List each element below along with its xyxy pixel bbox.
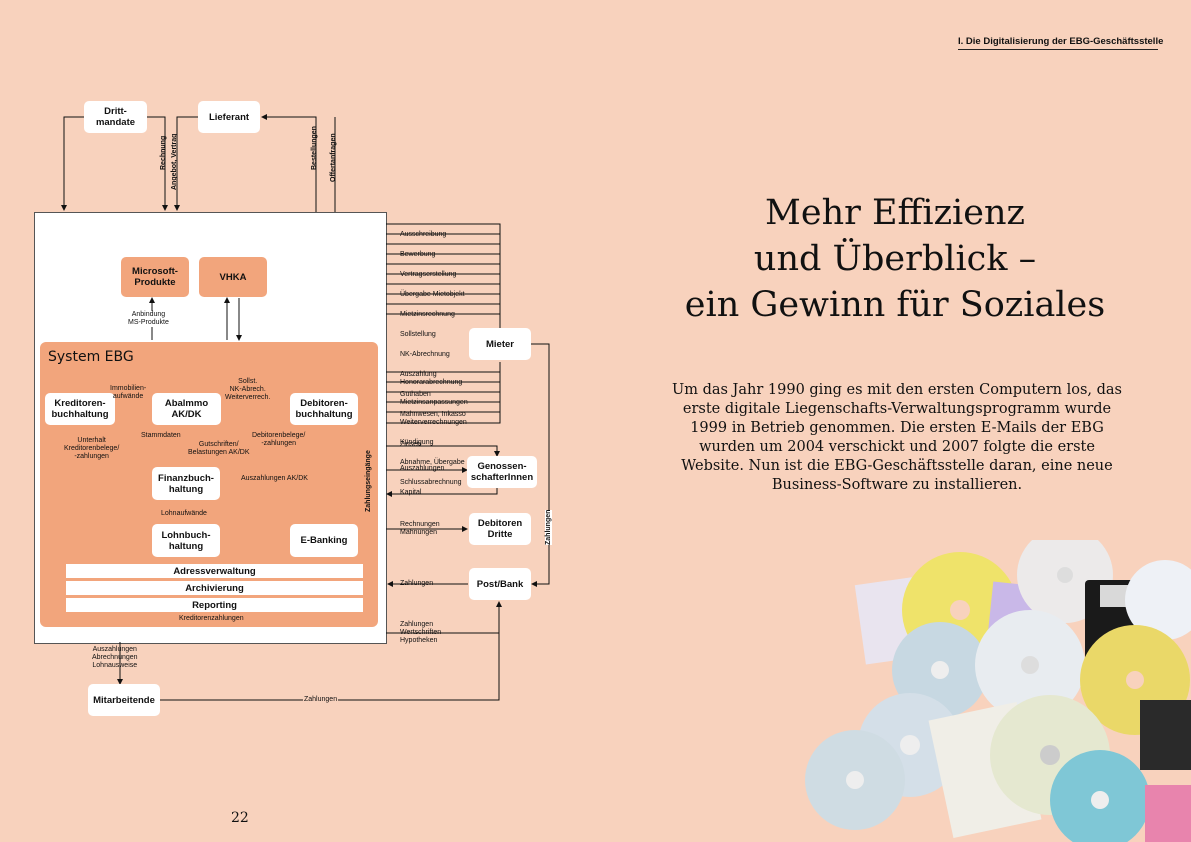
- adressverwaltung-bar: Adressverwaltung: [66, 564, 363, 578]
- mieter-top-item: Mietzinsrechnung: [400, 311, 455, 318]
- mieter-top-item: Ausschreibung: [400, 231, 447, 238]
- auszahlungen-lohn-label: Auszahlungen Abrechnungen Lohnausweise: [92, 646, 138, 669]
- ebanking-box: E-Banking: [290, 524, 358, 557]
- angebot-label: Angebot, Vertrag: [171, 133, 178, 190]
- mieter-bottom-item: Schlussabrechnung: [400, 479, 462, 486]
- kreditorenbuchhaltung-box: Kreditoren- buchhaltung: [45, 393, 115, 425]
- sollst-label: Sollst. NK-Abrech. Weiterverrech.: [225, 378, 271, 401]
- mieter-bottom-item: Honorarabrechnung: [400, 379, 463, 386]
- lohnaufwaende-label: Lohnaufwände: [160, 510, 208, 518]
- mieter-bottom-item: Weiterverrechnungen: [400, 419, 467, 426]
- rechnung-label: Rechnung: [160, 135, 167, 170]
- auszahlungen-akdk-label: Auszahlungen AK/DK: [240, 475, 309, 483]
- vhka-box: VHKA: [199, 257, 267, 297]
- system-ebg-title: System EBG: [48, 349, 134, 365]
- page-title: Mehr Effizienz und Überblick – ein Gewin…: [650, 190, 1140, 328]
- mitarbeitende-box: Mitarbeitende: [88, 684, 160, 716]
- zahlungen-wertschriften-label: Zahlungen Wertschriften Hypotheken: [400, 621, 442, 644]
- debitoren-dritte-box: Debitoren Dritte: [469, 513, 531, 545]
- auszahlungen-label: Auszahlungen: [400, 465, 445, 472]
- mieter-bottom-item: Mietzinsanpassungen: [400, 399, 468, 406]
- abalmmo-box: Abalmmo AK/DK: [152, 393, 221, 425]
- mieter-top-item: Guthaben: [400, 391, 431, 398]
- mieter-top-item: Mahnwesen, Inkasso: [400, 411, 466, 418]
- title-line-3: ein Gewinn für Soziales: [684, 285, 1106, 325]
- zahlungen-bottom-label: Zahlungen: [303, 696, 339, 704]
- title-line-1: Mehr Effizienz: [765, 193, 1025, 233]
- zahlungen-label: Zahlungen: [400, 580, 434, 587]
- drittmandate-box: Dritt- mandate: [84, 101, 147, 133]
- anbindung-label: Anbindung MS-Produkte: [127, 311, 170, 327]
- debitorenbuchhaltung-box: Debitoren- buchhaltung: [290, 393, 358, 425]
- mieter-top-item: Übergabe Mietobjekt: [400, 291, 465, 298]
- mieter-bottom-item: Abnahme, Übergabe: [400, 459, 465, 466]
- title-line-2: und Überblick –: [753, 239, 1037, 279]
- bestellungen-label: Bestellungen: [311, 126, 318, 170]
- lieferant-box: Lieferant: [198, 101, 260, 133]
- immobilien-label: Immobilien- aufwände: [110, 385, 147, 400]
- page-number: 22: [231, 810, 249, 826]
- debitorenbelege-label: Debitorenbelege/ -zahlungen: [252, 432, 306, 447]
- archivierung-bar: Archivierung: [66, 581, 363, 595]
- zahlungseingaenge-label: Zahlungseingänge: [365, 450, 372, 512]
- zinsen-label: Zinsen: [400, 441, 422, 448]
- rechnungen-mahnungen-label: Rechnungen Mahnungen: [400, 521, 440, 536]
- kreditorenzahlungen-label: Kreditorenzahlungen: [178, 615, 245, 623]
- reporting-bar: Reporting: [66, 598, 363, 612]
- section-header: I. Die Digitalisierung der EBG-Geschäfts…: [958, 36, 1163, 50]
- microsoft-produkte-box: Microsoft- Produkte: [121, 257, 189, 297]
- media-pile-illustration: [805, 540, 1191, 842]
- mieter-top-list: Ausschreibung Bewerbung Vertragserstellu…: [400, 220, 466, 430]
- mieter-top-item: Auszahlung: [400, 371, 437, 378]
- gutschriften-label: Gutschriften/ Belastungen AK/DK: [188, 441, 250, 456]
- mieter-top-item: NK-Abrechnung: [400, 351, 450, 358]
- body-paragraph: Um das Jahr 1990 ging es mit den ersten …: [672, 382, 1123, 493]
- post-bank-box: Post/Bank: [469, 568, 531, 600]
- mieter-bottom-list: Honorarabrechnung Mietzinsanpassungen We…: [400, 368, 468, 498]
- finanzbuchhaltung-box: Finanzbuch- haltung: [152, 467, 220, 500]
- mieter-box: Mieter: [469, 328, 531, 360]
- kapital-label: Kapital: [400, 489, 422, 496]
- offertanfragen-label: Offertanfragen: [330, 133, 337, 182]
- mieter-top-item: Vertragserstellung: [400, 271, 457, 278]
- zahlungen-right-label: Zahlungen: [545, 509, 552, 545]
- stammdaten-label: Stammdaten: [141, 432, 181, 439]
- cd-disc: [805, 540, 1191, 842]
- genossenschafter-box: Genossen- schafterInnen: [467, 456, 537, 488]
- lohnbuchhaltung-box: Lohnbuch- haltung: [152, 524, 220, 557]
- mieter-top-item: Bewerbung: [400, 251, 436, 258]
- mieter-top-item: Sollstellung: [400, 331, 436, 338]
- unterhalt-label: Unterhalt Kreditorenbelege/ -zahlungen: [64, 437, 120, 460]
- mieter-bottom-item: Kündigung: [400, 439, 434, 446]
